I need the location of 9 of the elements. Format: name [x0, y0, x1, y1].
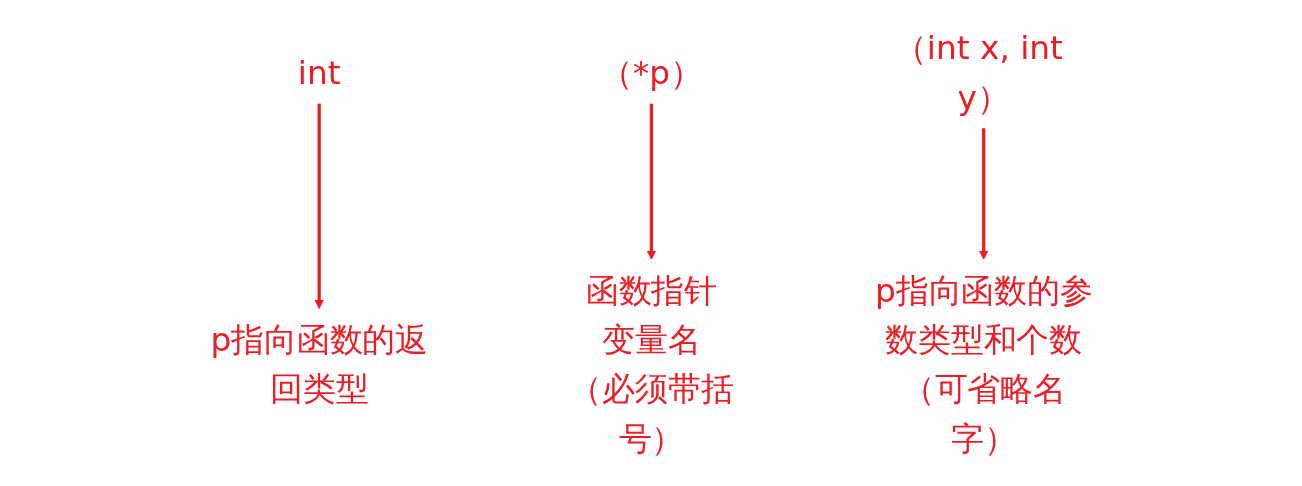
node-text: 函数指针 变量名 （必须带括号） [569, 271, 733, 458]
arrow [978, 128, 989, 260]
arrow [313, 103, 324, 309]
node-text: （int x, int y） [893, 28, 1063, 117]
node-text: （*p） [599, 53, 703, 92]
node-text: int [297, 53, 341, 92]
node-text: p指向函数的返回类型 [209, 320, 428, 409]
node-text: p指向函数的参数类型和个数 （可省略名字） [874, 271, 1093, 458]
arrow [646, 103, 656, 260]
